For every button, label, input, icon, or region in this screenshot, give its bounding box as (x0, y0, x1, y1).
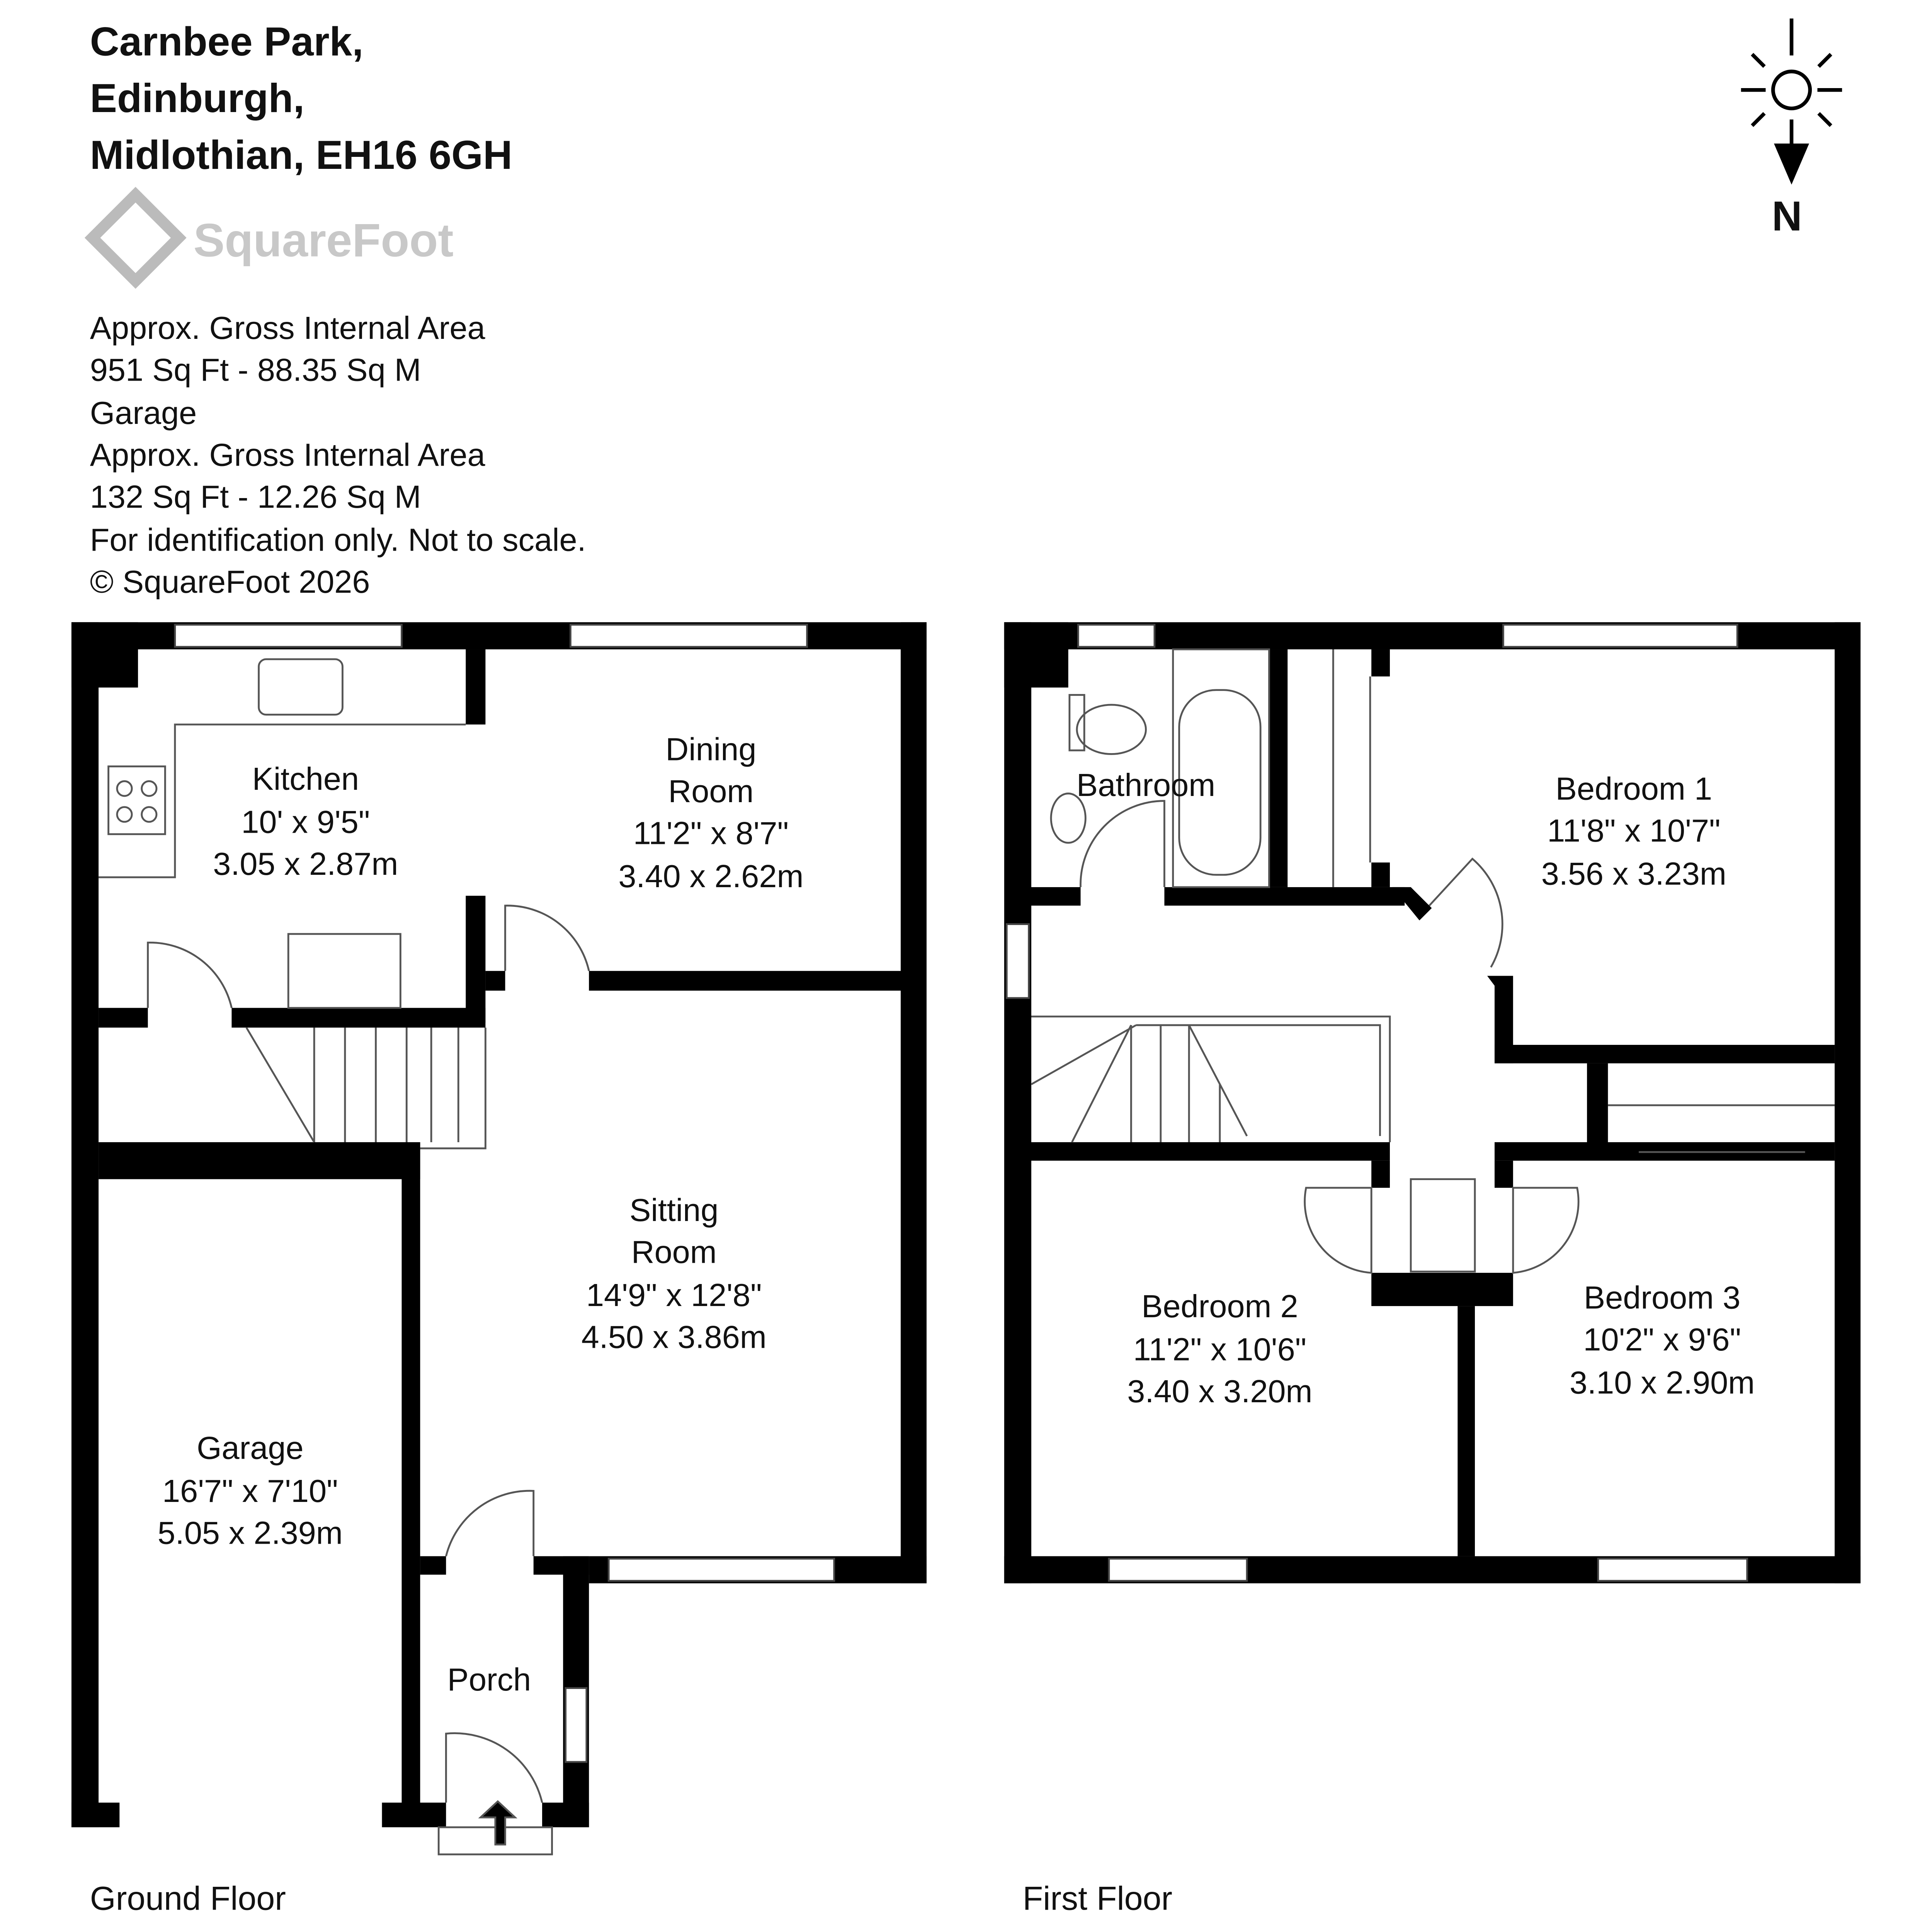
info-line: 132 Sq Ft - 12.26 Sq M (90, 479, 421, 515)
room-dimensions-metric: 3.56 x 3.23m (1541, 856, 1726, 892)
address-line: Midlothian, EH16 6GH (90, 133, 512, 178)
room-bedroom-1: Bedroom 1 11'8" x 10'7" 3.56 x 3.23m (1541, 771, 1726, 892)
room-dimensions-imperial: 11'8" x 10'7" (1547, 813, 1720, 849)
address-line: Carnbee Park, (90, 19, 364, 64)
room-dimensions-imperial: 10' x 9'5" (241, 804, 370, 840)
room-name: Bedroom 1 (1556, 771, 1712, 807)
ground-floor-walls (71, 622, 927, 1855)
ground-floor-label: Ground Floor (90, 1880, 286, 1917)
room-name: Bedroom 2 (1141, 1288, 1298, 1324)
room-porch: Porch (447, 1662, 531, 1697)
first-floor-walls (1004, 622, 1861, 1583)
info-line: © SquareFoot 2026 (90, 564, 370, 600)
info-line: Garage (90, 395, 197, 431)
area-info: Approx. Gross Internal Area 951 Sq Ft - … (90, 310, 586, 600)
room-name: Room (631, 1234, 717, 1270)
room-name: Bedroom 3 (1584, 1279, 1740, 1315)
address: Carnbee Park, Edinburgh, Midlothian, EH1… (90, 19, 512, 177)
room-dimensions-imperial: 11'2" x 8'7" (633, 815, 789, 851)
room-dimensions-imperial: 14'9" x 12'8" (586, 1277, 762, 1313)
room-kitchen: Kitchen 10' x 9'5" 3.05 x 2.87m (213, 761, 398, 882)
room-name: Garage (197, 1430, 303, 1466)
room-bathroom: Bathroom (1077, 767, 1215, 803)
address-line: Edinburgh, (90, 76, 304, 121)
room-dimensions-imperial: 10'2" x 9'6" (1583, 1321, 1741, 1357)
room-dimensions-metric: 4.50 x 3.86m (582, 1319, 767, 1355)
room-name: Dining (665, 731, 756, 767)
room-bedroom-3: Bedroom 3 10'2" x 9'6" 3.10 x 2.90m (1570, 1279, 1755, 1400)
room-dimensions-metric: 3.40 x 3.20m (1127, 1373, 1312, 1409)
ground-floor-fixtures (99, 658, 590, 1845)
room-dimensions-metric: 3.05 x 2.87m (213, 846, 398, 882)
room-name: Bathroom (1077, 767, 1215, 803)
room-dimensions-metric: 3.40 x 2.62m (618, 858, 803, 894)
info-line: Approx. Gross Internal Area (90, 437, 486, 473)
room-dimensions-imperial: 11'2" x 10'6" (1133, 1331, 1306, 1367)
info-line: For identification only. Not to scale. (90, 522, 586, 558)
room-dining: Dining Room 11'2" x 8'7" 3.40 x 2.62m (618, 731, 803, 894)
room-dimensions-metric: 3.10 x 2.90m (1570, 1365, 1755, 1401)
room-name: Room (668, 773, 753, 809)
logo-text: SquareFoot (194, 214, 454, 266)
first-floor-label: First Floor (1023, 1880, 1172, 1917)
room-dimensions-metric: 5.05 x 2.39m (158, 1515, 343, 1551)
room-dimensions-imperial: 16'7" x 7'10" (162, 1473, 338, 1509)
info-line: 951 Sq Ft - 88.35 Sq M (90, 352, 421, 388)
first-floor-fixtures (1031, 648, 1835, 1274)
room-garage: Garage 16'7" x 7'10" 5.05 x 2.39m (158, 1430, 343, 1551)
compass-icon (1741, 18, 1842, 185)
squarefoot-logo: SquareFoot (84, 187, 454, 289)
info-line: Approx. Gross Internal Area (90, 310, 486, 346)
room-sitting: Sitting Room 14'9" x 12'8" 4.50 x 3.86m (582, 1192, 767, 1355)
compass-north-label: N (1772, 192, 1802, 239)
room-name: Sitting (629, 1192, 718, 1228)
room-bedroom-2: Bedroom 2 11'2" x 10'6" 3.40 x 3.20m (1127, 1288, 1312, 1409)
room-name: Kitchen (252, 761, 359, 797)
